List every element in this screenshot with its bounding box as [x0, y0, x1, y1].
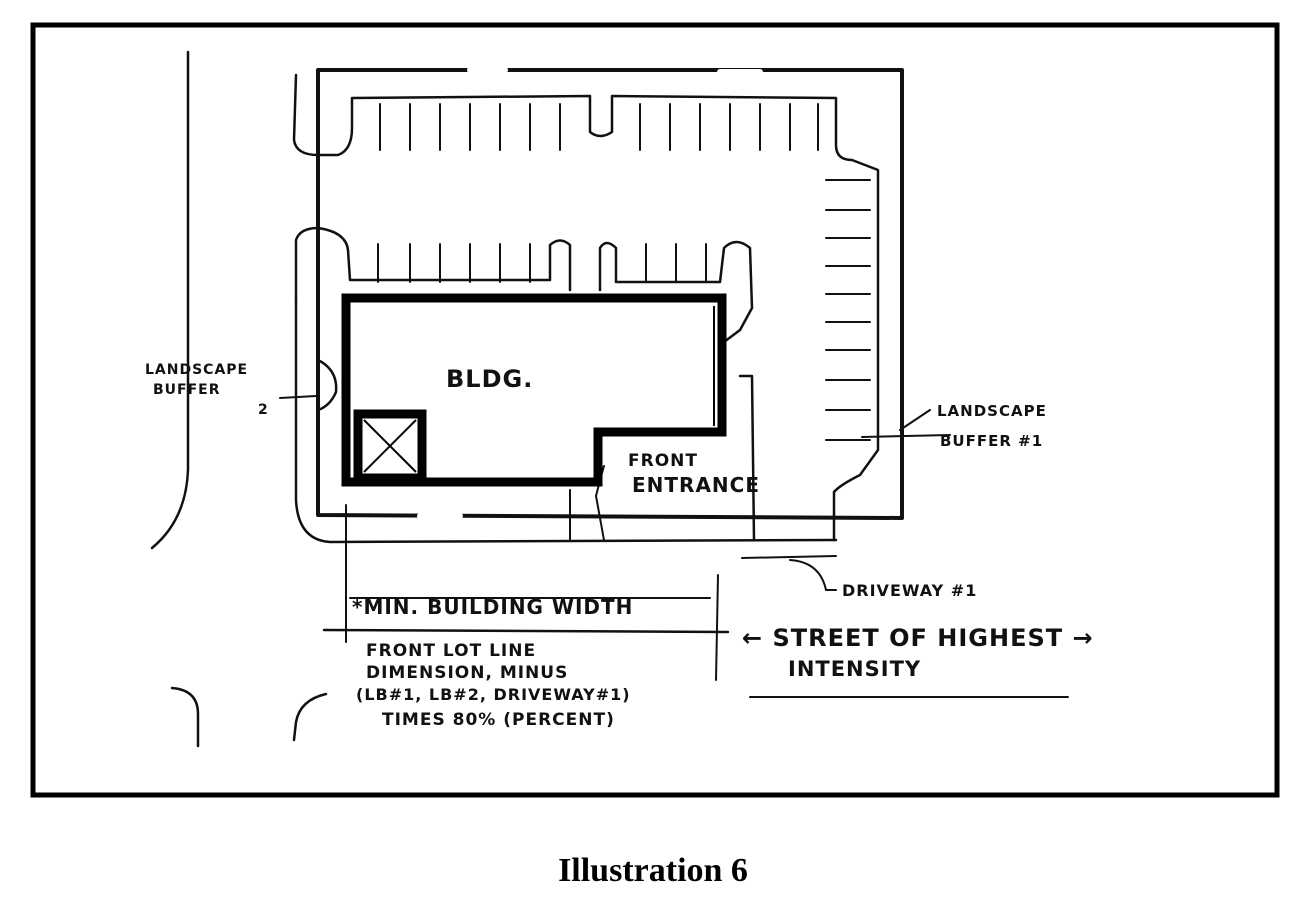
landscape-buffer-2-mark — [316, 358, 338, 412]
building-footprint — [341, 293, 727, 487]
parking-island-middle — [294, 226, 756, 542]
label-building: BLDG. — [446, 365, 533, 393]
dim-driveway — [741, 555, 837, 591]
left-curb-return — [292, 692, 328, 742]
dim-line-right — [715, 574, 719, 681]
label-landscape-buffer-1-line1: LANDSCAPE — [937, 402, 1047, 420]
stall-lines-top — [379, 103, 819, 151]
stall-lines-right — [825, 179, 871, 441]
stall-lines-middle — [377, 243, 707, 283]
label-min-building-width: *MIN. BUILDING WIDTH — [352, 595, 633, 619]
label-driveway-1: DRIVEWAY #1 — [842, 581, 977, 600]
lot-line-gaps — [417, 67, 763, 519]
parking-curb-left — [294, 298, 838, 544]
buffer-1-leader — [861, 409, 951, 438]
buffer-2-leader — [279, 395, 317, 399]
label-landscape-buffer-2-line3: 2 — [258, 402, 269, 418]
label-front-lot-line-2: DIMENSION, MINUS — [366, 663, 568, 683]
service-box-x — [363, 419, 417, 473]
label-front-entrance-line1: FRONT — [628, 451, 698, 471]
dim-front-lot-line — [322, 628, 730, 634]
service-box — [353, 409, 427, 483]
parking-curb-top — [292, 73, 880, 542]
label-street-line2: INTENSITY — [788, 657, 921, 681]
label-landscape-buffer-2-line1: LANDSCAPE — [145, 362, 248, 378]
label-landscape-buffer-1-line2: BUFFER #1 — [940, 432, 1043, 450]
figure-caption: Illustration 6 — [558, 852, 748, 889]
label-front-entrance-line2: ENTRANCE — [632, 473, 760, 497]
label-front-lot-line-1: FRONT LOT LINE — [366, 641, 536, 661]
left-street-edge-lower — [170, 686, 200, 748]
property-line — [316, 68, 904, 520]
label-front-lot-line-4: TIMES 80% (PERCENT) — [382, 710, 615, 730]
label-landscape-buffer-2-line2: BUFFER — [153, 382, 221, 398]
label-street-line1: ← STREET OF HIGHEST → — [742, 624, 1094, 652]
label-front-lot-line-3: (LB#1, LB#2, DRIVEWAY#1) — [356, 685, 631, 704]
left-street-edge — [150, 50, 190, 550]
figure-frame — [30, 22, 1280, 798]
